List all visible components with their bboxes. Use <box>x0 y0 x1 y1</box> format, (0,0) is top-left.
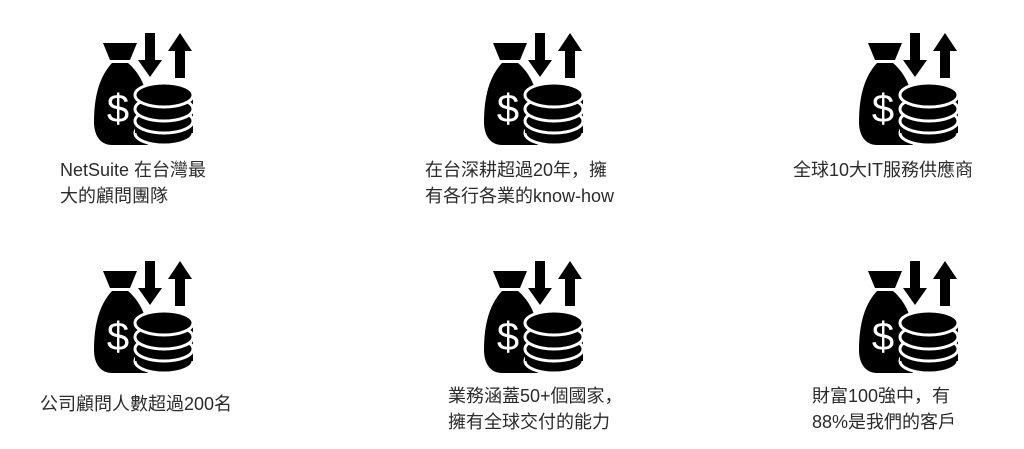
feature-text-line: 大的顧問團隊 <box>60 186 168 206</box>
feature-text: 業務涵蓋50+個國家， 擁有全球交付的能力 <box>448 383 623 435</box>
feature-text-line: 88%是我們的客戶 <box>812 412 957 432</box>
feature-text: 財富100強中，有 88%是我們的客戶 <box>812 383 956 435</box>
feature-text-line: NetSuite 在台灣最 <box>60 160 207 180</box>
feature-text-line: 公司顧問人數超過200名 <box>40 394 233 414</box>
svg-text:$: $ <box>497 315 519 359</box>
svg-text:$: $ <box>107 87 129 131</box>
feature-text-line: 業務涵蓋50+個國家， <box>448 386 623 406</box>
money-bag-coins-icon: $ <box>480 30 590 150</box>
svg-text:$: $ <box>107 315 129 359</box>
feature-text-line: 在台深耕超過20年，擁 <box>425 160 608 180</box>
money-bag-coins-icon: $ <box>855 258 965 378</box>
feature-text-line: 財富100強中，有 <box>812 386 951 406</box>
feature-text: 在台深耕超過20年，擁有各行各業的know-how <box>425 157 614 209</box>
svg-text:$: $ <box>497 87 519 131</box>
svg-text:$: $ <box>872 87 894 131</box>
money-bag-coins-icon: $ <box>90 258 200 378</box>
feature-text-line: 有各行各業的know-how <box>425 186 615 206</box>
svg-text:$: $ <box>872 315 894 359</box>
money-bag-coins-icon: $ <box>855 30 965 150</box>
money-bag-coins-icon: $ <box>90 30 200 150</box>
money-bag-coins-icon: $ <box>480 258 590 378</box>
feature-text: NetSuite 在台灣最大的顧問團隊 <box>60 157 206 209</box>
feature-text-line: 全球10大IT服務供應商 <box>793 160 974 180</box>
feature-text: 公司顧問人數超過200名 <box>40 391 232 417</box>
feature-text: 全球10大IT服務供應商 <box>793 157 973 183</box>
feature-text-line: 擁有全球交付的能力 <box>448 412 610 432</box>
